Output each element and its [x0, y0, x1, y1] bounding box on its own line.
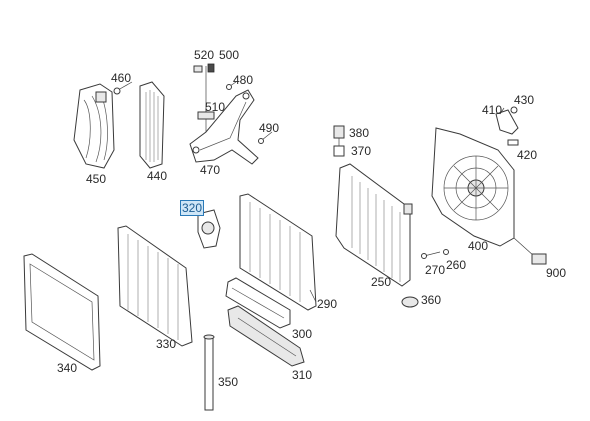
part-440-cooler[interactable]: [139, 81, 165, 169]
part-420-bolt[interactable]: [507, 139, 519, 146]
callout-300[interactable]: 300: [292, 327, 313, 341]
callout-320-selected[interactable]: 320: [180, 200, 205, 216]
part-510-clamp[interactable]: [197, 108, 215, 120]
callout-260[interactable]: 260: [446, 258, 467, 272]
part-350-pipe[interactable]: [203, 334, 215, 411]
part-340-frame[interactable]: [23, 253, 101, 371]
callout-400[interactable]: 400: [468, 239, 489, 253]
callout-420[interactable]: 420: [517, 148, 538, 162]
callout-500[interactable]: 500: [219, 48, 240, 62]
callout-380[interactable]: 380: [349, 126, 370, 140]
part-290-condenser[interactable]: [239, 193, 317, 311]
callout-480[interactable]: 480: [233, 73, 254, 87]
part-470-bracket[interactable]: [189, 66, 259, 165]
callout-290[interactable]: 290: [317, 297, 338, 311]
callout-410[interactable]: 410: [482, 103, 503, 117]
callout-490[interactable]: 490: [259, 121, 280, 135]
callout-370[interactable]: 370: [351, 144, 372, 158]
part-360-cap[interactable]: [401, 296, 419, 308]
callout-270[interactable]: 270: [425, 263, 446, 277]
callout-440[interactable]: 440: [147, 169, 168, 183]
part-480-bolt[interactable]: [226, 81, 237, 90]
part-300-tank[interactable]: [225, 277, 291, 329]
callout-330[interactable]: 330: [156, 337, 177, 351]
part-900-connector[interactable]: [513, 237, 547, 265]
callout-520[interactable]: 520: [194, 48, 215, 62]
callout-450[interactable]: 450: [86, 172, 107, 186]
part-400-fan-frame[interactable]: [431, 127, 515, 247]
callout-310[interactable]: 310: [292, 368, 313, 382]
part-380-cap[interactable]: [333, 125, 345, 139]
part-270-screw[interactable]: [421, 251, 441, 259]
callout-360[interactable]: 360: [421, 293, 442, 307]
callout-350[interactable]: 350: [218, 375, 239, 389]
part-320-actuator[interactable]: [193, 209, 221, 249]
callout-510[interactable]: 510: [205, 100, 226, 114]
part-410-bracket[interactable]: [495, 107, 519, 135]
callout-470[interactable]: 470: [200, 163, 221, 177]
callout-460[interactable]: 460: [111, 71, 132, 85]
callout-340[interactable]: 340: [57, 361, 78, 375]
part-250-radiator[interactable]: [335, 163, 413, 287]
callout-250[interactable]: 250: [371, 275, 392, 289]
part-450-fan-shroud[interactable]: [73, 83, 115, 169]
part-430-nut[interactable]: [510, 106, 518, 114]
part-370-valve[interactable]: [333, 138, 345, 157]
part-460-bolt[interactable]: [113, 81, 133, 95]
part-310-duct[interactable]: [227, 305, 305, 367]
part-520-clip[interactable]: [193, 65, 203, 73]
part-500-nut[interactable]: [207, 63, 215, 73]
callout-900[interactable]: 900: [546, 266, 567, 280]
part-260-screw[interactable]: [443, 249, 449, 255]
part-490-bolt[interactable]: [258, 131, 273, 144]
callout-430[interactable]: 430: [514, 93, 535, 107]
part-330-cooler[interactable]: [117, 225, 193, 347]
